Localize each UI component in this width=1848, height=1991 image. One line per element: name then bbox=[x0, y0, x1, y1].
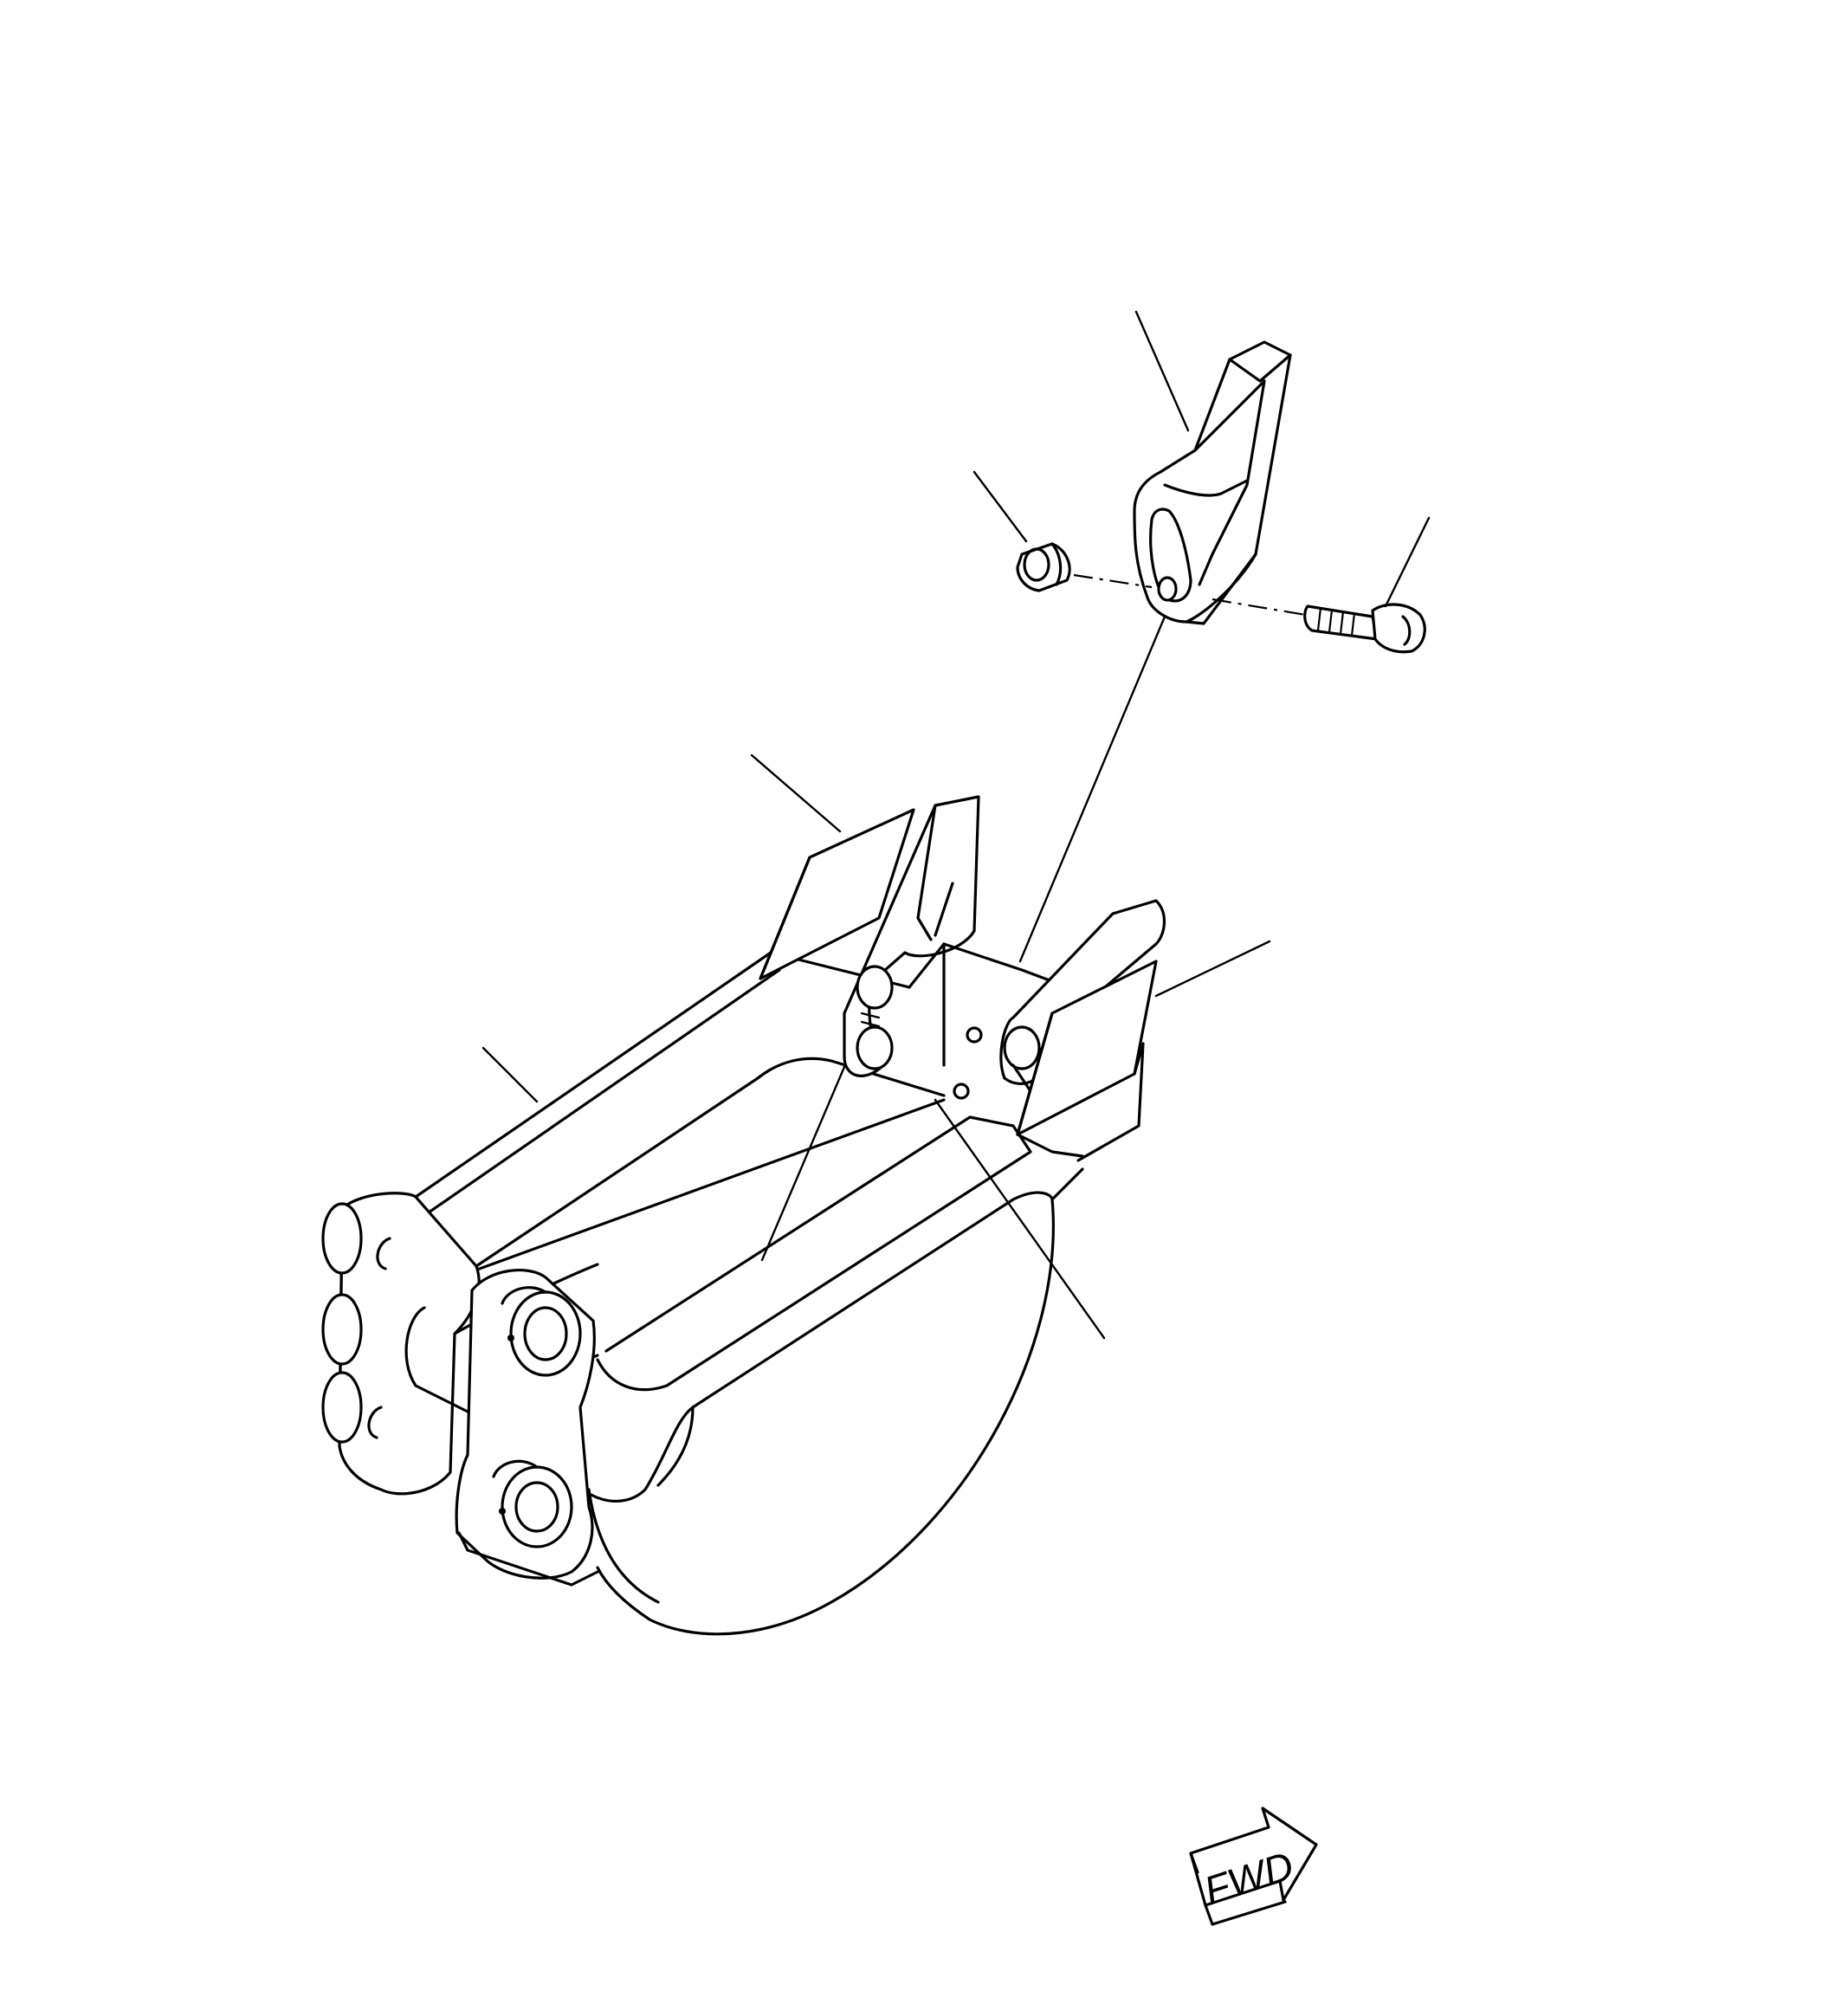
assembly-axis bbox=[1073, 573, 1153, 589]
leader-bolt bbox=[1384, 516, 1431, 608]
leader-cutting-edge bbox=[760, 1065, 846, 1262]
bolt bbox=[1303, 603, 1426, 654]
bucket-body bbox=[414, 951, 1084, 1636]
leader-nut bbox=[972, 470, 1028, 543]
side-cutter-right bbox=[1016, 960, 1158, 1162]
leader-lines bbox=[481, 310, 1431, 1340]
tooth-point bbox=[1133, 340, 1292, 625]
leader-tooth-to-adapter bbox=[1018, 615, 1166, 963]
leader-adapter bbox=[934, 1098, 1106, 1340]
bucket-top-plate bbox=[908, 942, 1058, 1100]
side-cutter-left bbox=[759, 808, 915, 980]
leader-side-cutter-left bbox=[750, 753, 842, 833]
fwd-direction-arrow: FWD bbox=[1189, 1807, 1318, 1926]
leader-side-cutter-right bbox=[1154, 940, 1271, 998]
left-mount-bracket bbox=[321, 1192, 599, 1496]
right-mount-bracket bbox=[455, 1268, 599, 1587]
leader-tooth-point bbox=[1134, 310, 1190, 432]
leader-bucket-body bbox=[481, 1046, 539, 1103]
left-tooth-adapter bbox=[843, 795, 980, 1077]
nut bbox=[1016, 542, 1071, 592]
